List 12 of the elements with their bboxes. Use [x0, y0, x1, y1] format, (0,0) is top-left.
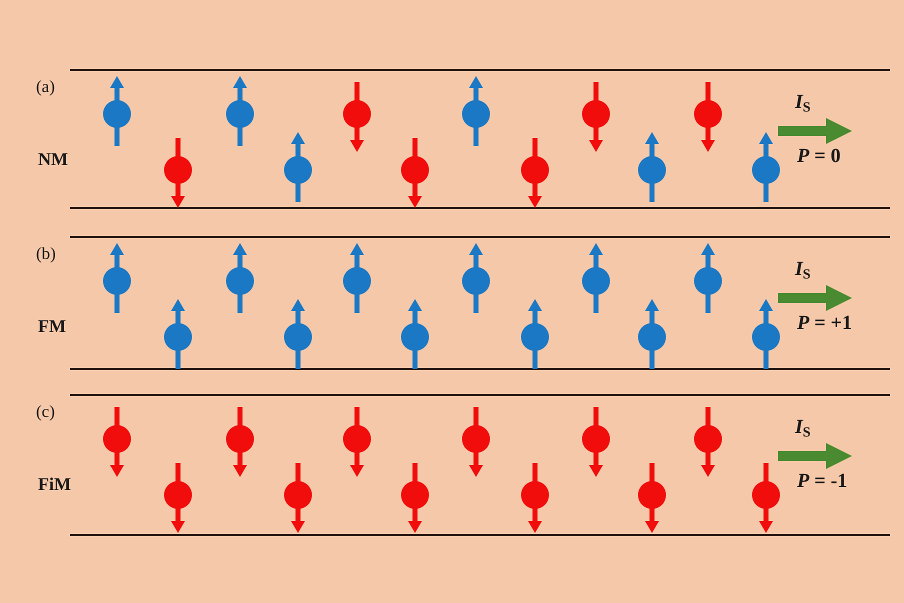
material-label: NM [38, 150, 68, 168]
current-label: I$_{S}$ [795, 417, 811, 440]
polarization-label: P = -1 [797, 471, 848, 491]
material-label: FiM [38, 475, 71, 493]
polarization-label: P = 0 [797, 146, 841, 166]
polarization-label: P = +1 [797, 313, 852, 333]
panel-label: (b) [36, 245, 56, 262]
current-label: I$_{S}$ [795, 259, 811, 282]
material-label: FM [38, 317, 66, 335]
panel-label: (a) [36, 78, 55, 95]
panel-label: (c) [36, 403, 55, 420]
current-label: I$_{S}$ [795, 92, 811, 116]
